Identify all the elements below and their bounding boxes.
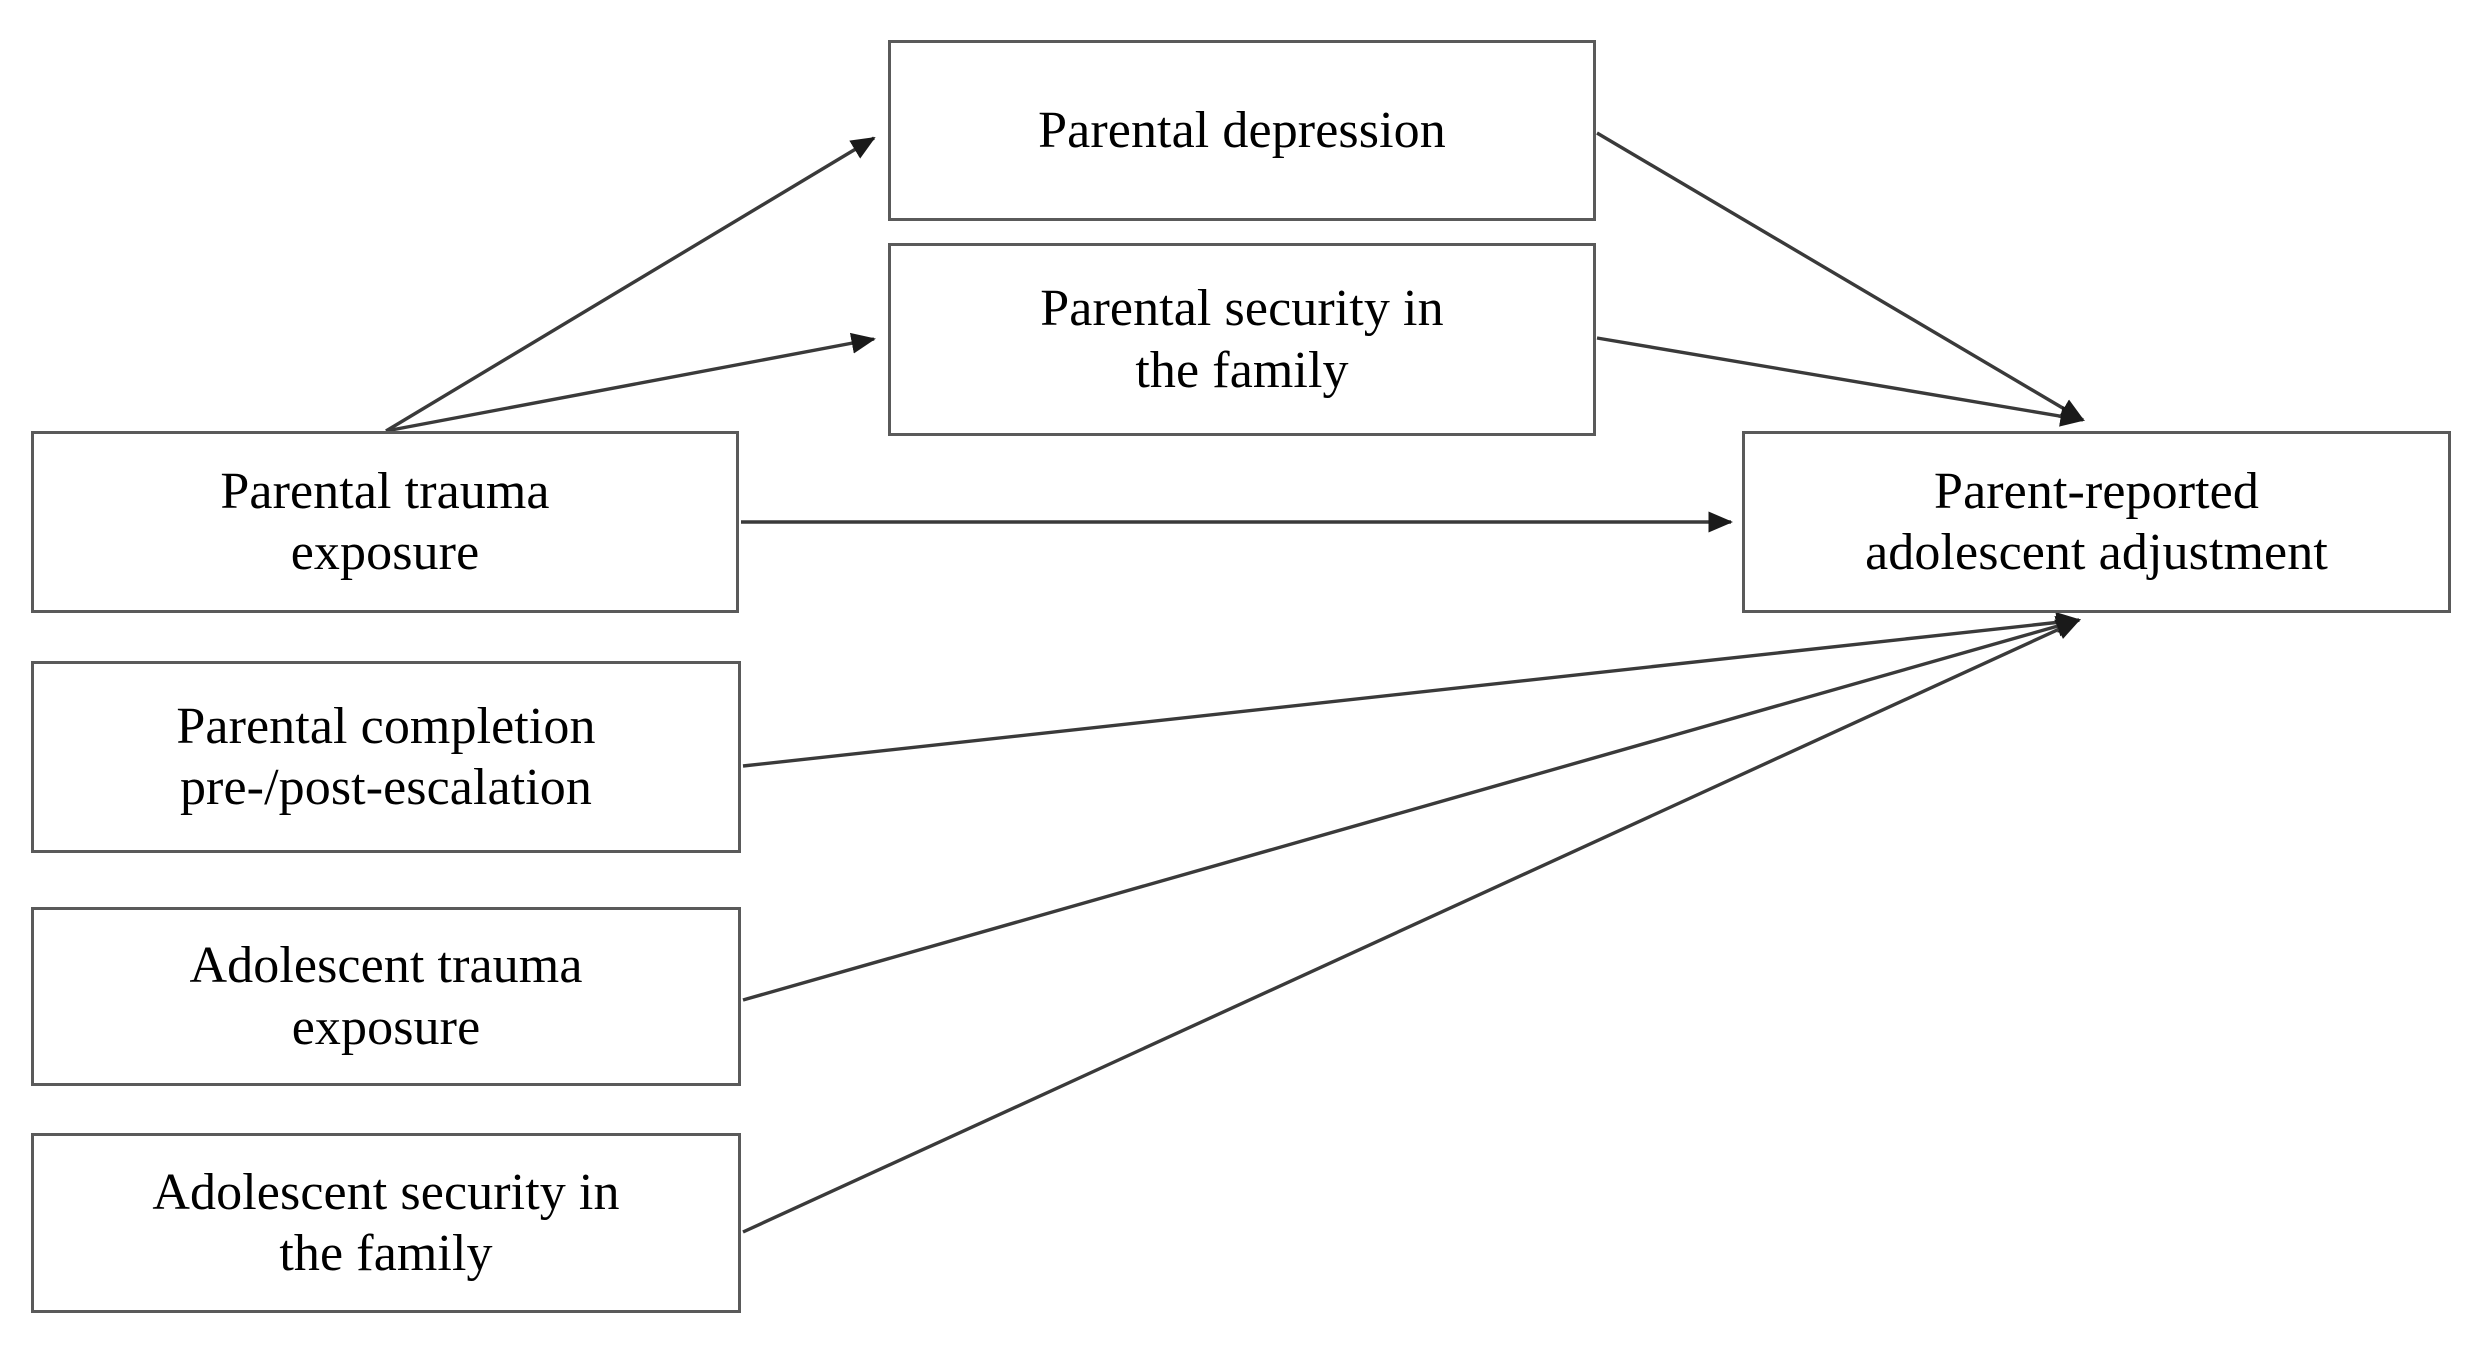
node-adolescent-trauma-exposure[interactable]: Adolescent trauma exposure (31, 907, 741, 1086)
edge-trauma-to-security (385, 332, 876, 433)
node-label: Parental depression (1038, 101, 1446, 159)
node-label: Adolescent trauma exposure (189, 937, 583, 1056)
node-parental-depression[interactable]: Parental depression (888, 40, 1596, 221)
edge-adolescent-security-to-outcome (742, 618, 2081, 1234)
node-parental-completion[interactable]: Parental completion pre-/post-escalation (31, 661, 741, 853)
node-parental-security[interactable]: Parental security in the family (888, 243, 1596, 436)
node-adolescent-security[interactable]: Adolescent security in the family (31, 1133, 741, 1313)
node-label: Parental security in the family (1040, 280, 1444, 399)
edge-adolescent-trauma-to-outcome (742, 616, 2081, 1002)
edge-depression-to-outcome (1596, 131, 2085, 422)
node-label: Adolescent security in the family (152, 1163, 620, 1282)
node-parent-reported-adolescent-adjustment[interactable]: Parent-reported adolescent adjustment (1742, 431, 2451, 613)
node-label: Parental completion pre-/post-escalation (176, 697, 596, 816)
node-label: Parent-reported adolescent adjustment (1865, 462, 2328, 581)
edge-trauma-to-depression (385, 136, 876, 433)
edge-completion-to-outcome (742, 611, 2081, 768)
node-label: Parental trauma exposure (220, 462, 550, 581)
edge-security-to-outcome (1596, 336, 2085, 427)
node-parental-trauma-exposure[interactable]: Parental trauma exposure (31, 431, 739, 613)
